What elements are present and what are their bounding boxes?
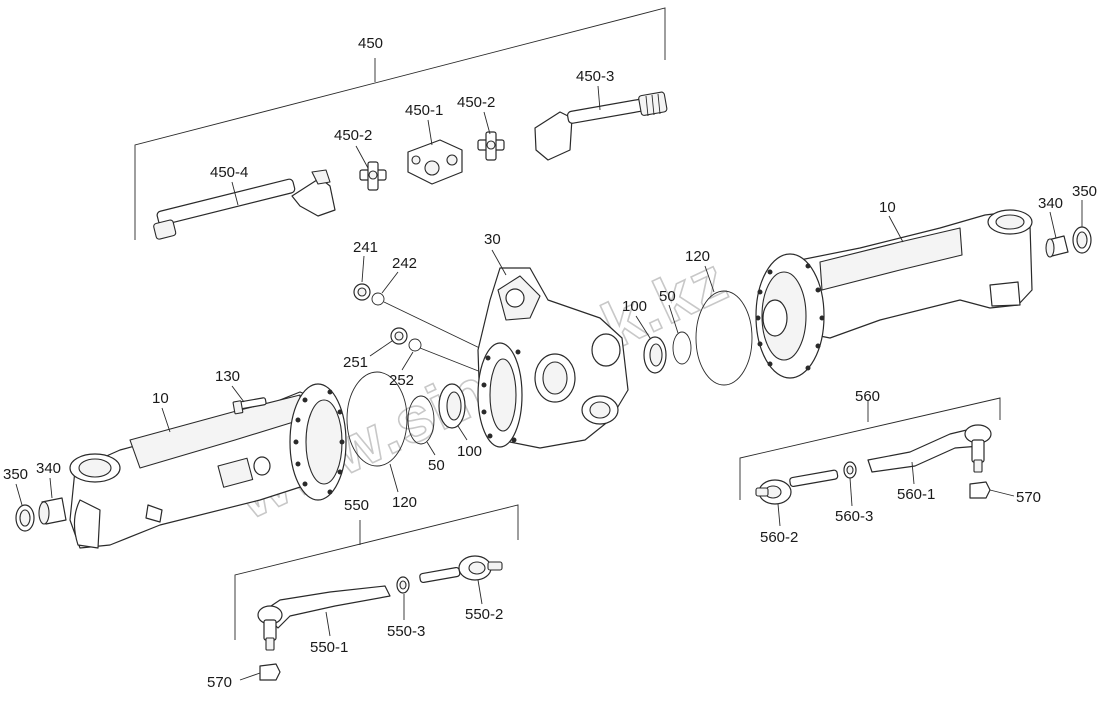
part-left-flange <box>289 383 347 501</box>
part-450-3-shaft <box>534 91 668 161</box>
part-560-2-inner-rod <box>755 469 839 505</box>
label-350-left: 350 <box>3 466 28 483</box>
part-350-right-seal <box>1072 226 1092 254</box>
label-350-right: 350 <box>1072 183 1097 200</box>
bracket-550 <box>234 504 519 640</box>
label-570-right: 570 <box>1016 489 1041 506</box>
part-252-washer <box>408 338 422 352</box>
label-242: 242 <box>392 255 417 272</box>
part-right-flange <box>755 253 825 379</box>
label-100-left: 100 <box>457 443 482 460</box>
part-130-bolt <box>232 397 267 415</box>
label-450-4: 450-4 <box>210 164 248 181</box>
part-30-differential-housing <box>477 267 629 449</box>
label-120-right: 120 <box>685 248 710 265</box>
label-560-1: 560-1 <box>897 486 935 503</box>
part-560-1-tie-rod-arm <box>867 424 992 473</box>
part-340-right-bushing <box>1045 235 1069 258</box>
part-340-left-bushing <box>38 497 67 525</box>
part-570-left-nut <box>259 663 281 681</box>
part-550-2-inner-rod <box>419 555 503 584</box>
label-252: 252 <box>389 372 414 389</box>
part-120-right-oring <box>695 290 753 386</box>
part-450-2-cross-left <box>359 161 387 191</box>
part-100-right-bearing <box>643 336 667 374</box>
label-30: 30 <box>484 231 501 248</box>
label-450-2-right: 450-2 <box>457 94 495 111</box>
label-550-3: 550-3 <box>387 623 425 640</box>
bracket-560 <box>739 397 1001 500</box>
label-550-2: 550-2 <box>465 606 503 623</box>
bracket-450 <box>134 7 666 240</box>
label-130: 130 <box>215 368 240 385</box>
part-50-right-ring <box>672 331 692 365</box>
part-550-1-tie-rod-arm <box>257 585 391 651</box>
part-350-left-seal <box>15 504 35 532</box>
part-10-left-axle-housing <box>69 391 323 549</box>
label-340-left: 340 <box>36 460 61 477</box>
label-450-2-left: 450-2 <box>334 127 372 144</box>
part-241-plug <box>353 283 371 301</box>
label-241: 241 <box>353 239 378 256</box>
label-120-left: 120 <box>392 494 417 511</box>
part-450-2-cross-right <box>477 131 505 161</box>
part-560-3-nut <box>843 461 857 479</box>
label-100-right: 100 <box>622 298 647 315</box>
label-560: 560 <box>855 388 880 405</box>
part-550-3-nut <box>396 576 410 594</box>
part-242-washer <box>371 292 385 306</box>
label-10-right: 10 <box>879 199 896 216</box>
part-450-1-double-yoke <box>407 139 463 185</box>
label-450-1: 450-1 <box>405 102 443 119</box>
label-340-right: 340 <box>1038 195 1063 212</box>
part-100-left-bearing <box>438 383 466 429</box>
label-550: 550 <box>344 497 369 514</box>
part-10-right-axle-housing <box>789 209 1033 339</box>
label-10-left: 10 <box>152 390 169 407</box>
label-570-left: 570 <box>207 674 232 691</box>
part-450-4-shaft <box>153 169 336 240</box>
label-550-1: 550-1 <box>310 639 348 656</box>
part-251-plug <box>390 327 408 345</box>
label-50-right: 50 <box>659 288 676 305</box>
part-570-right-nut <box>969 481 991 499</box>
label-450: 450 <box>358 35 383 52</box>
part-50-left-ring <box>407 395 435 445</box>
label-450-3: 450-3 <box>576 68 614 85</box>
label-251: 251 <box>343 354 368 371</box>
label-50-left: 50 <box>428 457 445 474</box>
part-120-left-oring <box>346 371 408 467</box>
label-560-3: 560-3 <box>835 508 873 525</box>
label-560-2: 560-2 <box>760 529 798 546</box>
